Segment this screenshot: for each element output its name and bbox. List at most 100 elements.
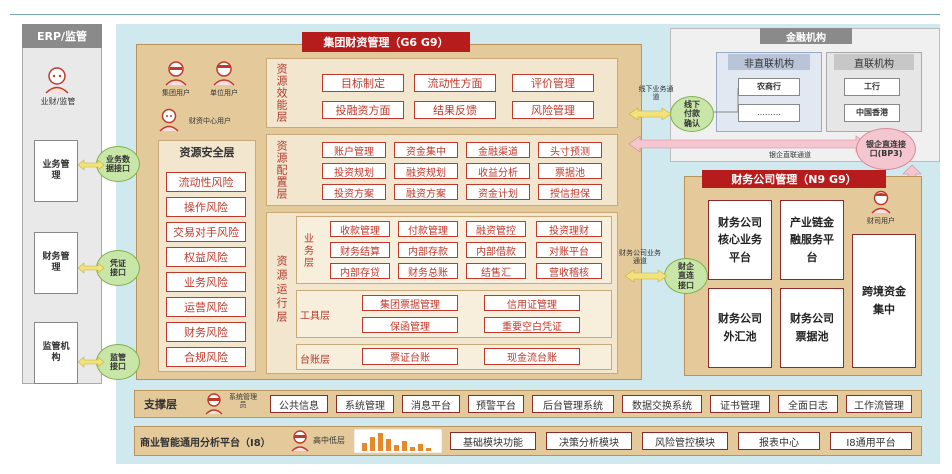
efficiency-layer-title: 资源效能层 <box>275 63 288 123</box>
efficiency-item[interactable]: 风险管理 <box>512 101 594 119</box>
security-item[interactable]: 权益风险 <box>166 247 246 267</box>
connector-arrows-left <box>77 159 105 368</box>
efficiency-item[interactable]: 流动性方面 <box>414 74 496 92</box>
finance-item[interactable]: 财务公司核心业务平台 <box>708 200 772 280</box>
efficiency-item[interactable]: 评价管理 <box>512 74 594 92</box>
finance-item[interactable]: 财务公司外汇池 <box>708 288 772 368</box>
erp-item-business[interactable]: 业务管理 <box>34 140 78 202</box>
offline-pay-interface[interactable]: 线下付款确认 <box>670 96 714 132</box>
allocation-item[interactable]: 票据池 <box>538 163 602 179</box>
allocation-item[interactable]: 金融渠道 <box>466 142 530 158</box>
bi-item[interactable]: 风险管控模块 <box>642 432 728 450</box>
allocation-item[interactable]: 头寸预测 <box>538 142 602 158</box>
security-item[interactable]: 业务风险 <box>166 272 246 292</box>
finance-item[interactable]: 产业链金融服务平台 <box>780 200 844 280</box>
business-item[interactable]: 收款管理 <box>330 221 390 237</box>
support-item[interactable]: 后台管理系统 <box>532 395 614 413</box>
allocation-item[interactable]: 融资方案 <box>394 184 458 200</box>
manager-user-label: 高中低层 <box>313 436 345 445</box>
direct-item[interactable]: 工行 <box>844 78 900 96</box>
connector-lines <box>714 88 739 113</box>
person-icon <box>44 66 70 94</box>
support-item[interactable]: 工作流管理 <box>846 395 912 413</box>
allocation-item[interactable]: 资金集中 <box>394 142 458 158</box>
admin-user-label: 系统管理员 <box>229 393 257 409</box>
offline-channel-label: 线下业务通道 <box>638 85 674 101</box>
efficiency-item[interactable]: 目标制定 <box>322 74 404 92</box>
security-item[interactable]: 交易对手风险 <box>166 222 246 242</box>
business-item[interactable]: 财务结算 <box>330 242 390 258</box>
business-item[interactable]: 内部存款 <box>398 242 458 258</box>
bar-chart-icon <box>354 429 442 453</box>
efficiency-item[interactable]: 结果反馈 <box>414 101 496 119</box>
business-item[interactable]: 投资理财 <box>536 221 602 237</box>
fin-company-interface[interactable]: 财企直连接口 <box>664 258 708 294</box>
support-item[interactable]: 证书管理 <box>710 395 770 413</box>
bi-item[interactable]: 报表中心 <box>738 432 820 450</box>
security-item[interactable]: 操作风险 <box>166 197 246 217</box>
finance-item[interactable]: 跨境资金集中 <box>852 234 916 368</box>
allocation-layer-title: 资源配置层 <box>275 140 288 200</box>
erp-item-finance[interactable]: 财务管理 <box>34 232 78 294</box>
group-user-icon <box>164 60 188 86</box>
business-item[interactable]: 对账平台 <box>536 242 602 258</box>
fin-channel-label: 财务公司业务通道 <box>619 249 661 265</box>
tool-item[interactable]: 信用证管理 <box>484 295 580 311</box>
ledger-sublayer-title: 台账层 <box>300 355 330 366</box>
allocation-item[interactable]: 收益分析 <box>466 163 530 179</box>
allocation-item[interactable]: 投资方案 <box>322 184 386 200</box>
direct-item[interactable]: 中国香港 <box>844 104 900 122</box>
unit-user-label: 单位用户 <box>210 89 238 97</box>
business-data-interface[interactable]: 业务数据接口 <box>96 146 140 182</box>
business-item[interactable]: 结售汇 <box>466 263 526 279</box>
security-item[interactable]: 合规风险 <box>166 347 246 367</box>
business-item[interactable]: 融资管控 <box>466 221 526 237</box>
business-item[interactable]: 付款管理 <box>398 221 458 237</box>
erp-item-supervise[interactable]: 监管机构 <box>34 322 78 384</box>
business-item[interactable]: 营收稽核 <box>536 263 602 279</box>
security-item[interactable]: 流动性风险 <box>166 172 246 192</box>
bi-item[interactable]: 决策分析模块 <box>546 432 632 450</box>
direct-title: 直联机构 <box>834 54 914 70</box>
non-direct-title: 非直联机构 <box>728 54 810 70</box>
tool-item[interactable]: 重要空白凭证 <box>484 317 580 333</box>
allocation-item[interactable]: 投资规划 <box>322 163 386 179</box>
security-layer-title: 资源安全层 <box>179 146 235 159</box>
allocation-item[interactable]: 资金计划 <box>466 184 530 200</box>
bi-item[interactable]: 基础模块功能 <box>450 432 536 450</box>
support-item[interactable]: 全面日志 <box>778 395 838 413</box>
ledger-item[interactable]: 现金流台账 <box>484 348 580 365</box>
allocation-item[interactable]: 融资规划 <box>394 163 458 179</box>
tool-item[interactable]: 保函管理 <box>362 317 458 333</box>
security-item[interactable]: 财务风险 <box>166 322 246 342</box>
support-item[interactable]: 数据交换系统 <box>622 395 702 413</box>
finance-user-icon <box>870 190 892 214</box>
financial-institutions-title: 金融机构 <box>760 28 852 44</box>
business-item[interactable]: 内部借款 <box>466 242 526 258</box>
finance-item[interactable]: 财务公司票据池 <box>780 288 844 368</box>
non-direct-item[interactable]: 农商行 <box>738 78 800 96</box>
tool-item[interactable]: 集团票据管理 <box>362 295 458 311</box>
bank-direct-arrow <box>628 135 868 153</box>
support-item[interactable]: 公共信息 <box>270 395 328 413</box>
security-item[interactable]: 运营风险 <box>166 297 246 317</box>
business-item[interactable]: 内部存贷 <box>330 263 390 279</box>
support-item[interactable]: 系统管理 <box>336 395 394 413</box>
top-rule <box>10 14 940 15</box>
support-item[interactable]: 消息平台 <box>402 395 460 413</box>
bank-direct-interface[interactable]: 银企直连接口(BP3) <box>856 128 916 170</box>
allocation-item[interactable]: 账户管理 <box>322 142 386 158</box>
efficiency-item[interactable]: 投融资方面 <box>322 101 404 119</box>
finance-user-label: 财司用户 <box>867 217 895 225</box>
non-direct-item[interactable]: ……… <box>738 104 800 122</box>
support-item[interactable]: 预警平台 <box>468 395 524 413</box>
bi-layer-title: 商业智能通用分析平台（I8） <box>140 438 271 449</box>
bi-item[interactable]: I8通用平台 <box>830 432 912 450</box>
ledger-item[interactable]: 票证台账 <box>362 348 458 365</box>
group-user-label: 集团用户 <box>162 89 190 97</box>
support-layer-title: 支撑层 <box>144 398 177 411</box>
erp-user-label: 业财/监管 <box>40 97 76 106</box>
business-item[interactable]: 财务总账 <box>398 263 458 279</box>
allocation-item[interactable]: 授信担保 <box>538 184 602 200</box>
treasury-user-label: 财资中心用户 <box>189 117 231 125</box>
